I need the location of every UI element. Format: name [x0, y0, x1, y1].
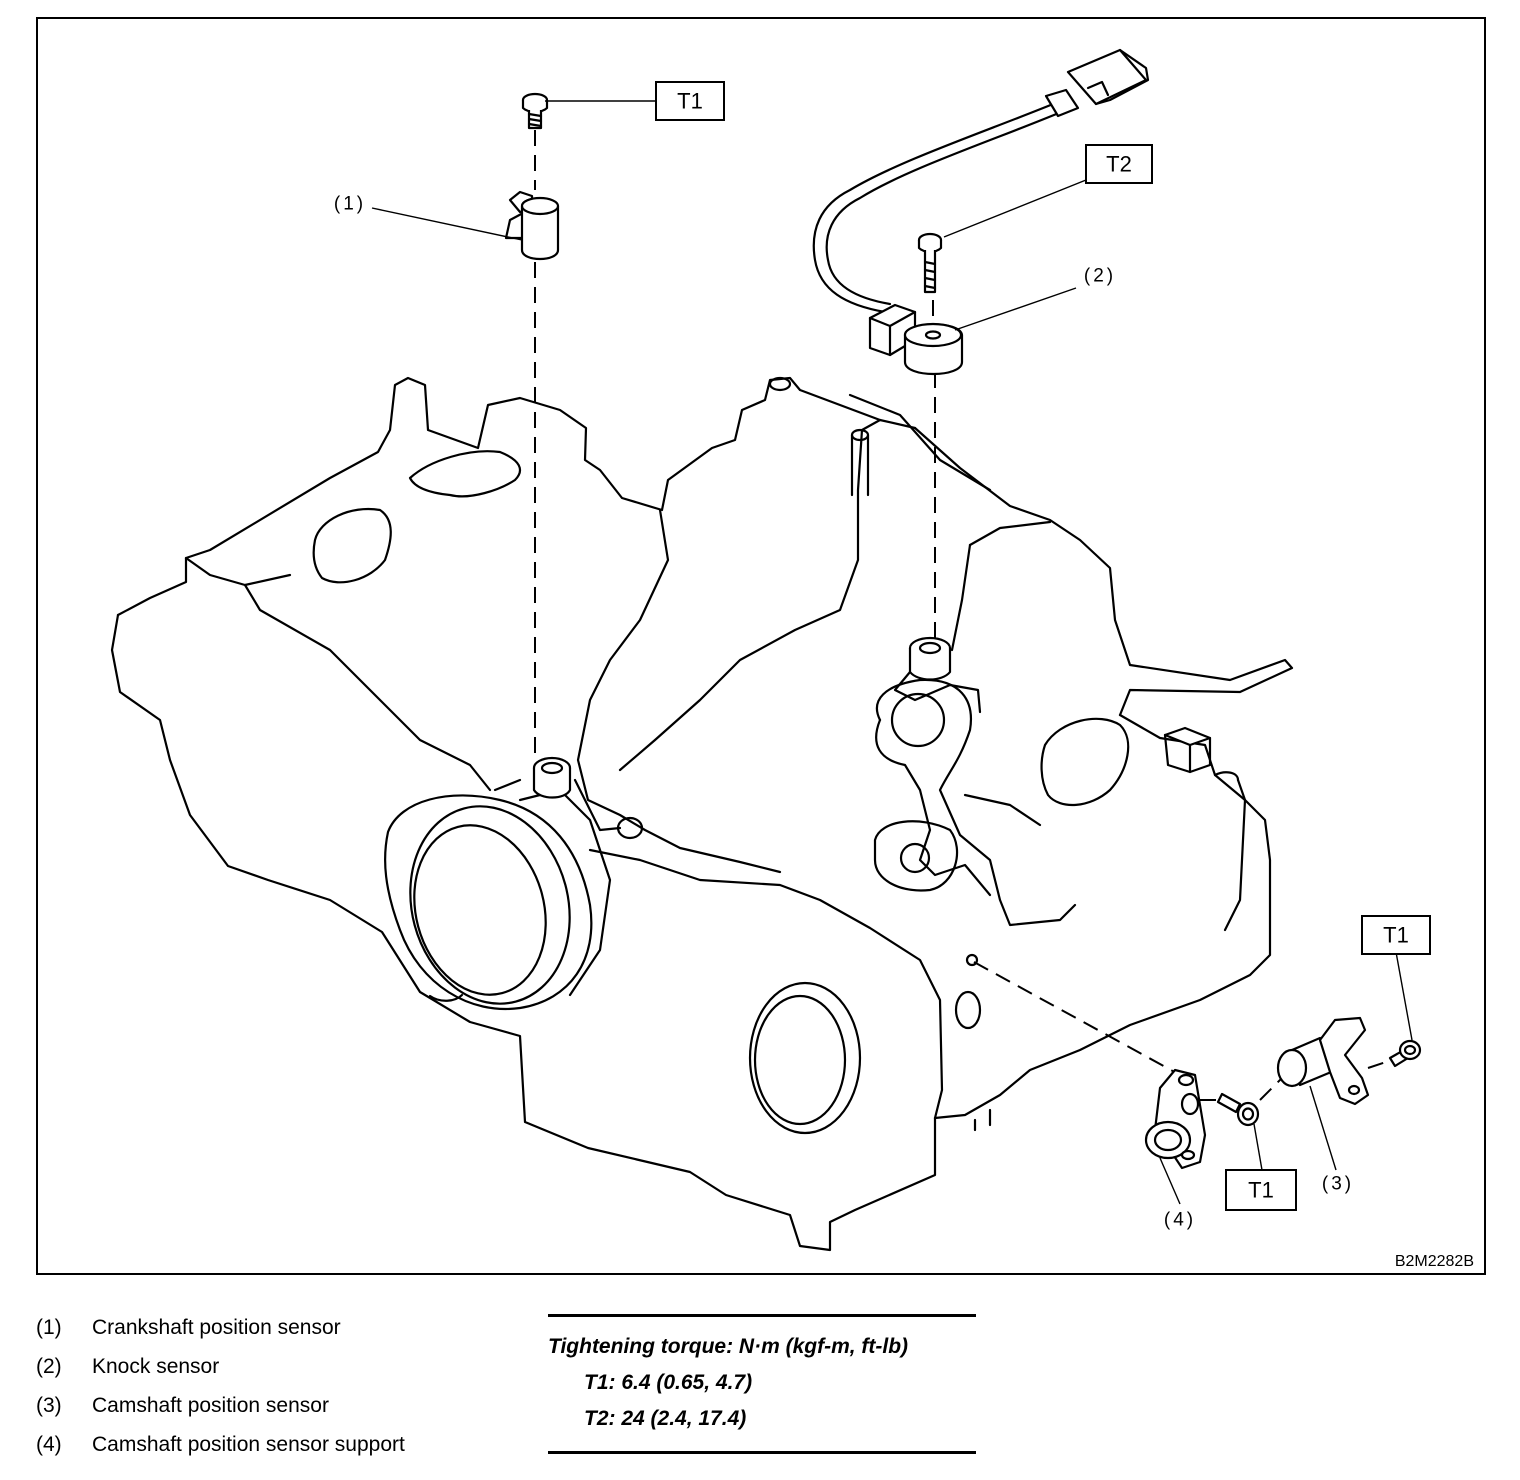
knock-sensor [812, 48, 1150, 376]
callout-label: T1 [677, 89, 703, 114]
legend-text: Knock sensor [92, 1355, 220, 1378]
camshaft-sensor-support [1144, 1068, 1207, 1170]
legend-number: (2) [36, 1355, 62, 1378]
callout-right-bolt: T1 [1361, 915, 1431, 955]
figure-frame [36, 17, 1486, 1275]
callout-label: T2 [1106, 152, 1132, 177]
torque-heading: Tightening torque: N·m (kgf-m, ft-lb) [548, 1335, 909, 1358]
part-number-2: (2) [1084, 266, 1116, 287]
legend-text: Camshaft position sensor support [92, 1433, 405, 1456]
legend-text: Crankshaft position sensor [92, 1316, 341, 1339]
camshaft-sensor-bolt-icon [1388, 1039, 1422, 1068]
legend-number: (3) [36, 1394, 62, 1417]
knock-sensor-bolt-icon [917, 232, 943, 294]
legend-text: Camshaft position sensor [92, 1394, 329, 1417]
crankshaft-position-sensor [504, 190, 560, 261]
legend-item: (3) Camshaft position sensor [36, 1390, 476, 1421]
legend-item: (2) Knock sensor [36, 1351, 476, 1382]
legend-number: (1) [36, 1316, 62, 1339]
sensor-support-bolt-icon [1216, 1092, 1260, 1127]
legend-number: (4) [36, 1433, 62, 1456]
part-number-1: (1) [334, 194, 366, 215]
engine-sensor-diagram: T1 T2 T1 T1 (1) (2) (3) (4) B2M2282B [36, 17, 1486, 1275]
part-number-4: (4) [1164, 1210, 1196, 1231]
legend-item: (4) Camshaft position sensor support [36, 1429, 476, 1460]
callout-knock-bolt: T2 [1085, 144, 1153, 184]
callout-support-bolt: T1 [1225, 1169, 1297, 1211]
torque-spec-box: Tightening torque: N·m (kgf-m, ft-lb) T1… [548, 1314, 976, 1454]
callout-label: T1 [1248, 1178, 1274, 1203]
callout-top-bolt: T1 [655, 81, 725, 121]
assembly-lines [534, 130, 1399, 1101]
image-code: B2M2282B [1395, 1253, 1474, 1270]
torque-t1: T1: 6.4 (0.65, 4.7) [584, 1371, 753, 1394]
part-number-3: (3) [1322, 1174, 1354, 1195]
legend-item: (1) Crankshaft position sensor [36, 1312, 476, 1343]
parts-legend: (1) Crankshaft position sensor (2) Knock… [36, 1312, 476, 1468]
crankshaft-sensor-bolt-icon [521, 92, 549, 130]
camshaft-position-sensor [1276, 1016, 1370, 1106]
leader-lines [371, 100, 1413, 1205]
callout-label: T1 [1383, 923, 1409, 948]
engine-block-outline [110, 376, 1294, 1252]
torque-t2: T2: 24 (2.4, 17.4) [584, 1407, 747, 1430]
